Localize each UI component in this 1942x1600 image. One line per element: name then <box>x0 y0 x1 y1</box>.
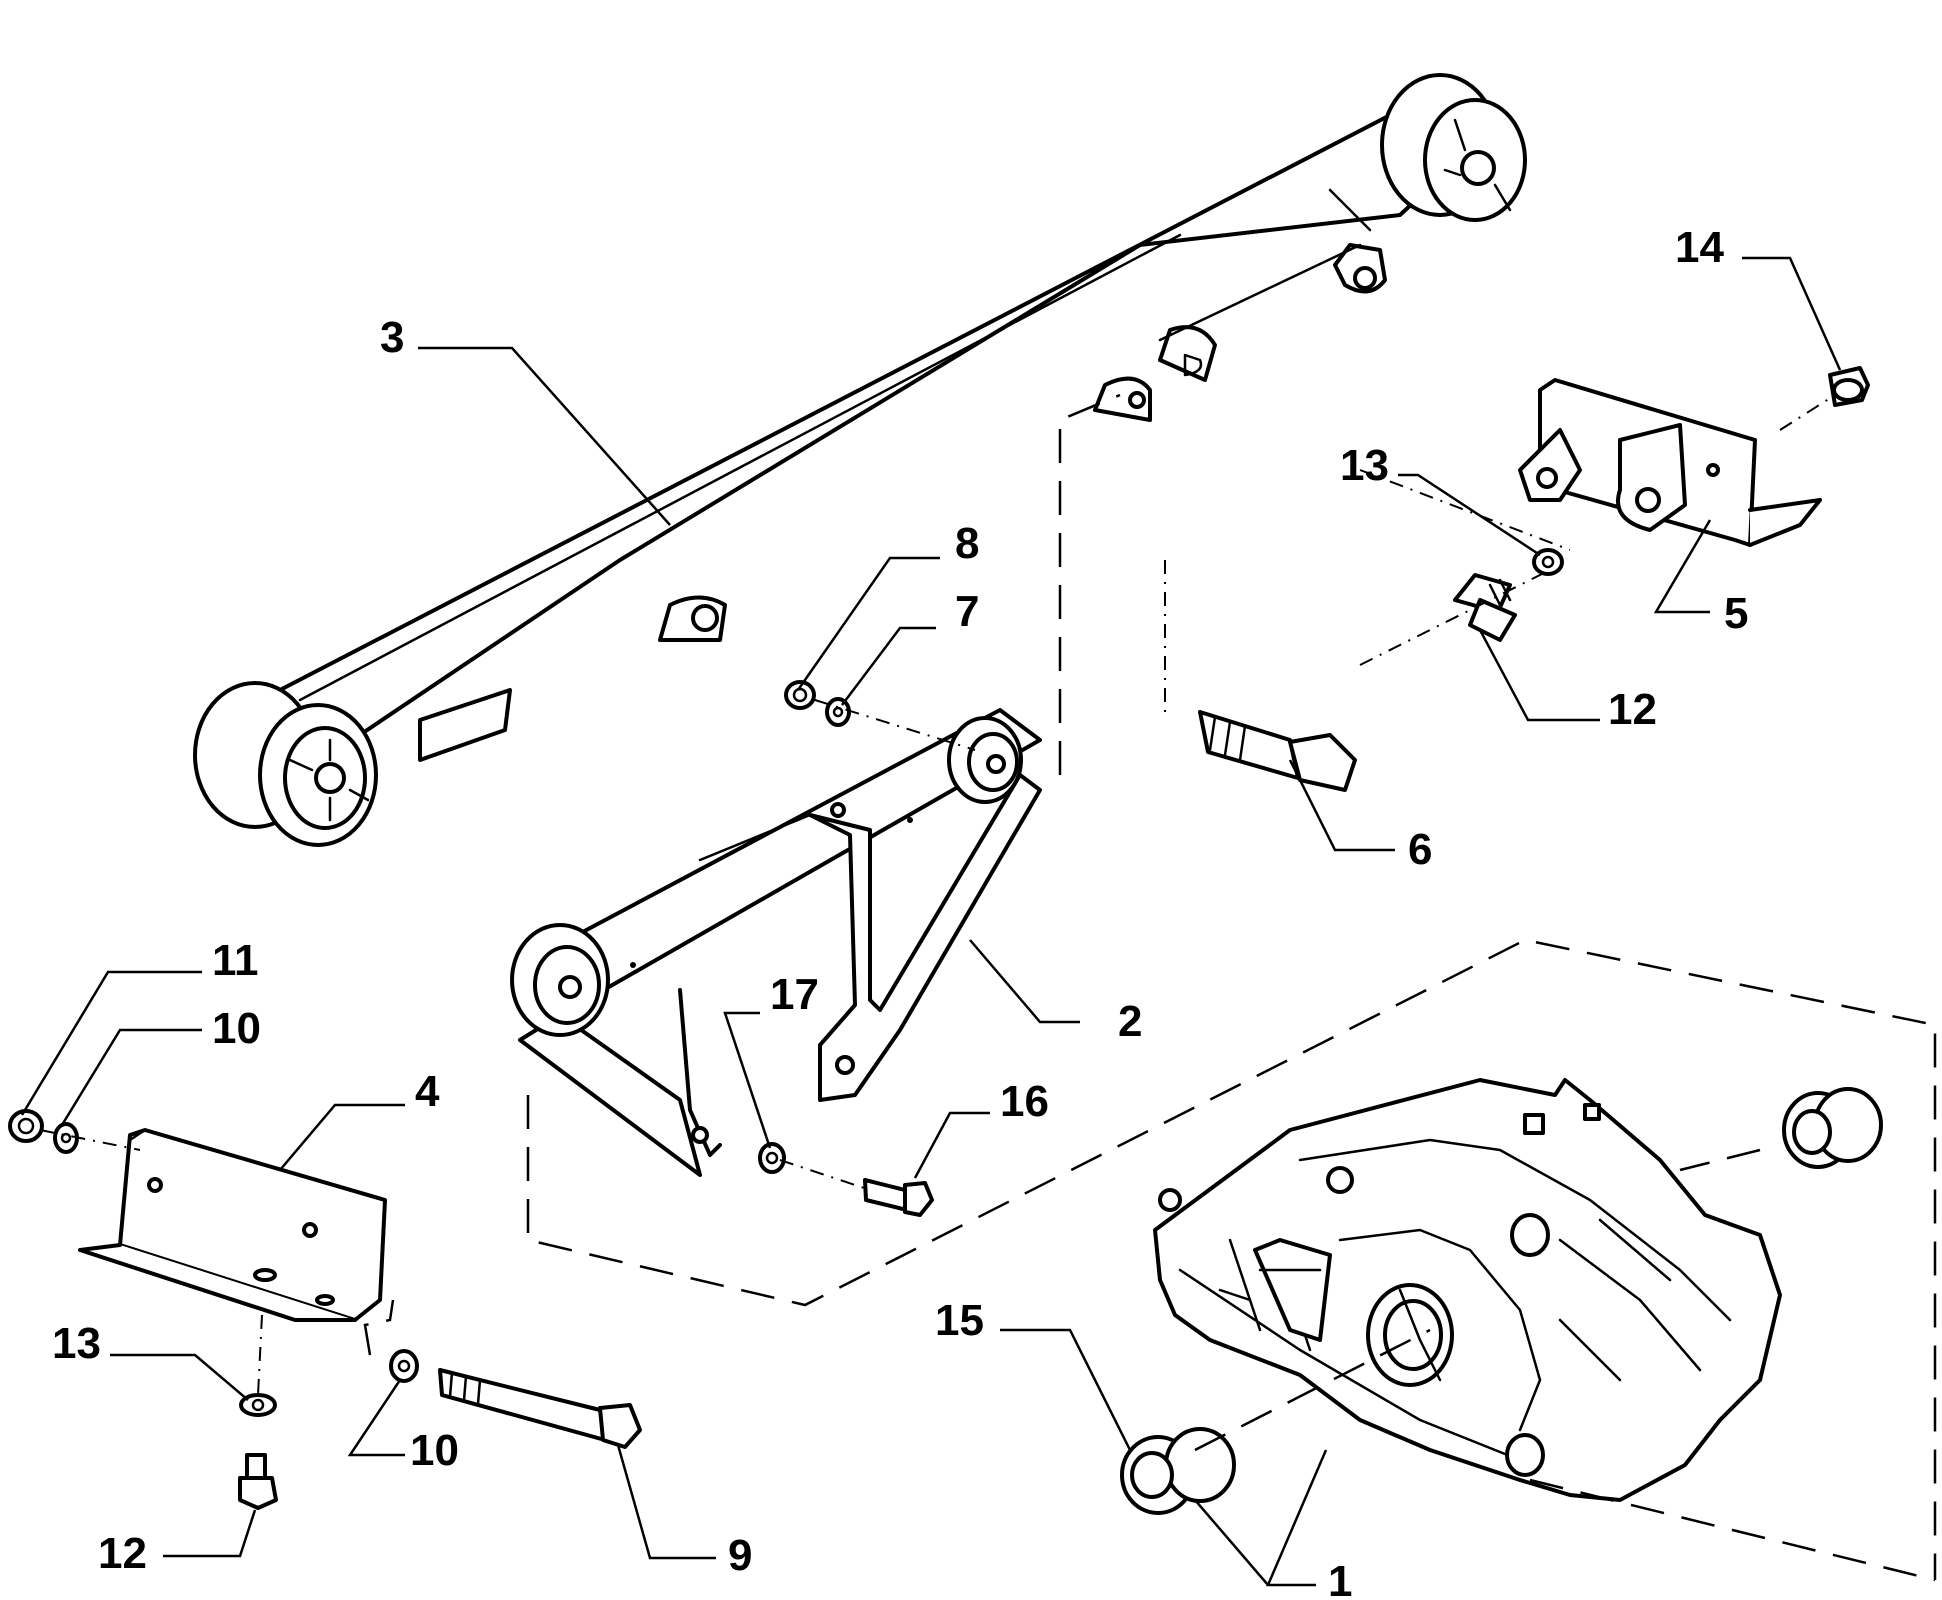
callout-6: 6 <box>1408 825 1432 874</box>
callout-13a: 13 <box>52 1319 101 1368</box>
callout-15: 15 <box>935 1296 984 1345</box>
callout-5: 5 <box>1724 589 1748 638</box>
bolt-12-right <box>1453 573 1517 642</box>
bolt-12-left <box>238 1453 278 1510</box>
callout-9: 9 <box>728 1531 752 1580</box>
callout-4: 4 <box>415 1067 440 1116</box>
washers-and-nuts <box>8 548 1564 1417</box>
right-seal-ring <box>1782 1087 1883 1169</box>
crossmember-beam <box>193 73 1527 847</box>
callout-13b: 13 <box>1340 441 1389 490</box>
callout-10b: 10 <box>410 1426 459 1475</box>
bolt-9 <box>438 1368 642 1449</box>
bolt-14 <box>1828 366 1870 407</box>
assembly-lines <box>39 393 1937 1582</box>
support-bracket <box>510 708 1042 1177</box>
callout-12a: 12 <box>98 1529 147 1578</box>
left-seal-ring <box>1120 1427 1236 1515</box>
callout-16: 16 <box>1000 1077 1049 1126</box>
callout-17: 17 <box>770 970 819 1019</box>
callout-1: 1 <box>1328 1557 1352 1600</box>
right-bracket <box>1518 378 1822 547</box>
callout-2: 2 <box>1118 997 1142 1046</box>
callout-10a: 10 <box>212 1004 261 1053</box>
callout-3: 3 <box>380 313 404 362</box>
callout-8: 8 <box>955 519 979 568</box>
bolt-6 <box>1198 710 1357 792</box>
callout-12b: 12 <box>1608 685 1657 734</box>
left-angle-bracket <box>78 1128 387 1322</box>
callout-14: 14 <box>1675 223 1724 272</box>
leader-lines <box>20 256 1842 1587</box>
callout-11: 11 <box>212 936 259 985</box>
callout-7: 7 <box>955 587 979 636</box>
callout-labels: 3 8 7 14 13 5 12 6 2 11 10 4 13 17 16 15… <box>52 223 1748 1600</box>
differential-housing <box>1153 1078 1782 1502</box>
bolt-16 <box>863 1178 934 1217</box>
